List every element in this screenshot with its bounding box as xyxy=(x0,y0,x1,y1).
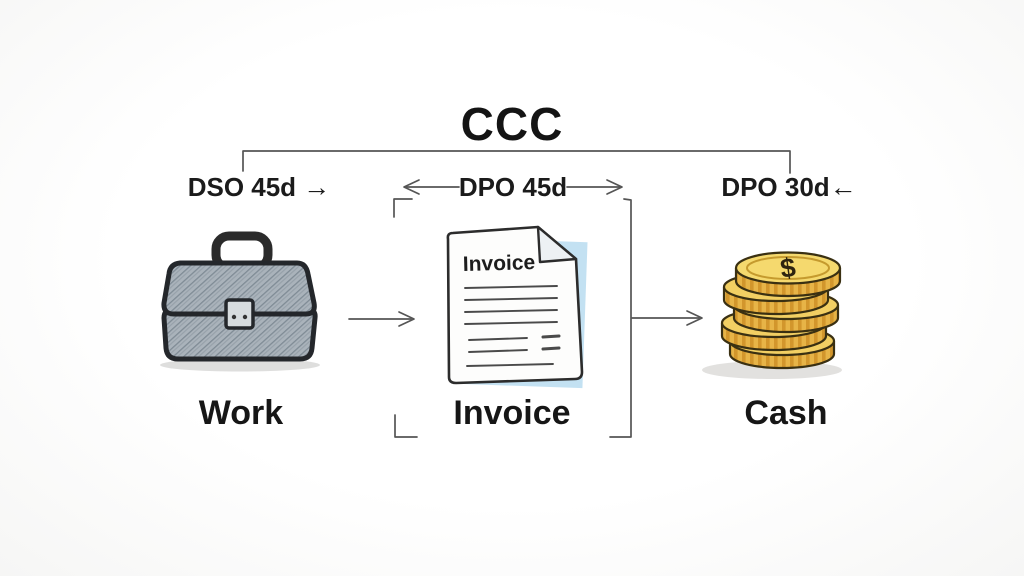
coin-stack-icon: $ xyxy=(702,251,842,379)
dso-label-text: DSO 45d xyxy=(187,172,297,202)
invoice-doc-header: Invoice xyxy=(463,251,536,276)
latch-dot xyxy=(242,314,248,320)
briefcase-shadow xyxy=(160,358,320,372)
briefcase-lid xyxy=(161,260,317,317)
ccc-span-bracket xyxy=(242,150,791,174)
dpo-cash-label-text: DPO 30d xyxy=(721,172,830,202)
stage-label-invoice: Invoice xyxy=(453,394,571,432)
briefcase-body xyxy=(161,307,318,362)
briefcase-icon xyxy=(160,231,320,372)
briefcase-latch xyxy=(224,298,255,330)
invoice-bracket xyxy=(393,198,632,438)
invoice-to-cash-arrow xyxy=(631,310,703,326)
paper-fold-corner xyxy=(536,225,578,264)
stage-label-cash: Cash xyxy=(744,394,828,432)
latch-dot xyxy=(231,314,237,320)
coin-stack xyxy=(720,251,842,370)
work-to-invoice-arrow xyxy=(348,311,415,327)
diagram-title: CCC xyxy=(460,98,564,150)
dso-label: DSO 45d → xyxy=(188,172,331,203)
paper-sheet xyxy=(446,225,584,385)
dpo-cash-label: DPO 30d← xyxy=(721,172,856,203)
right-arrow-glyph: → xyxy=(303,172,331,202)
left-arrow-glyph: ← xyxy=(829,172,857,202)
dollar-sign: $ xyxy=(778,252,797,284)
dpo-invoice-label: DPO 45d xyxy=(459,172,567,203)
stage-label-work: Work xyxy=(198,394,284,432)
dpo-invoice-measure-arrow xyxy=(403,179,623,195)
invoice-document-icon: Invoice xyxy=(446,225,588,389)
dpo-invoice-label-text: DPO 45d xyxy=(458,172,568,202)
invoice-text-lines xyxy=(464,285,561,367)
